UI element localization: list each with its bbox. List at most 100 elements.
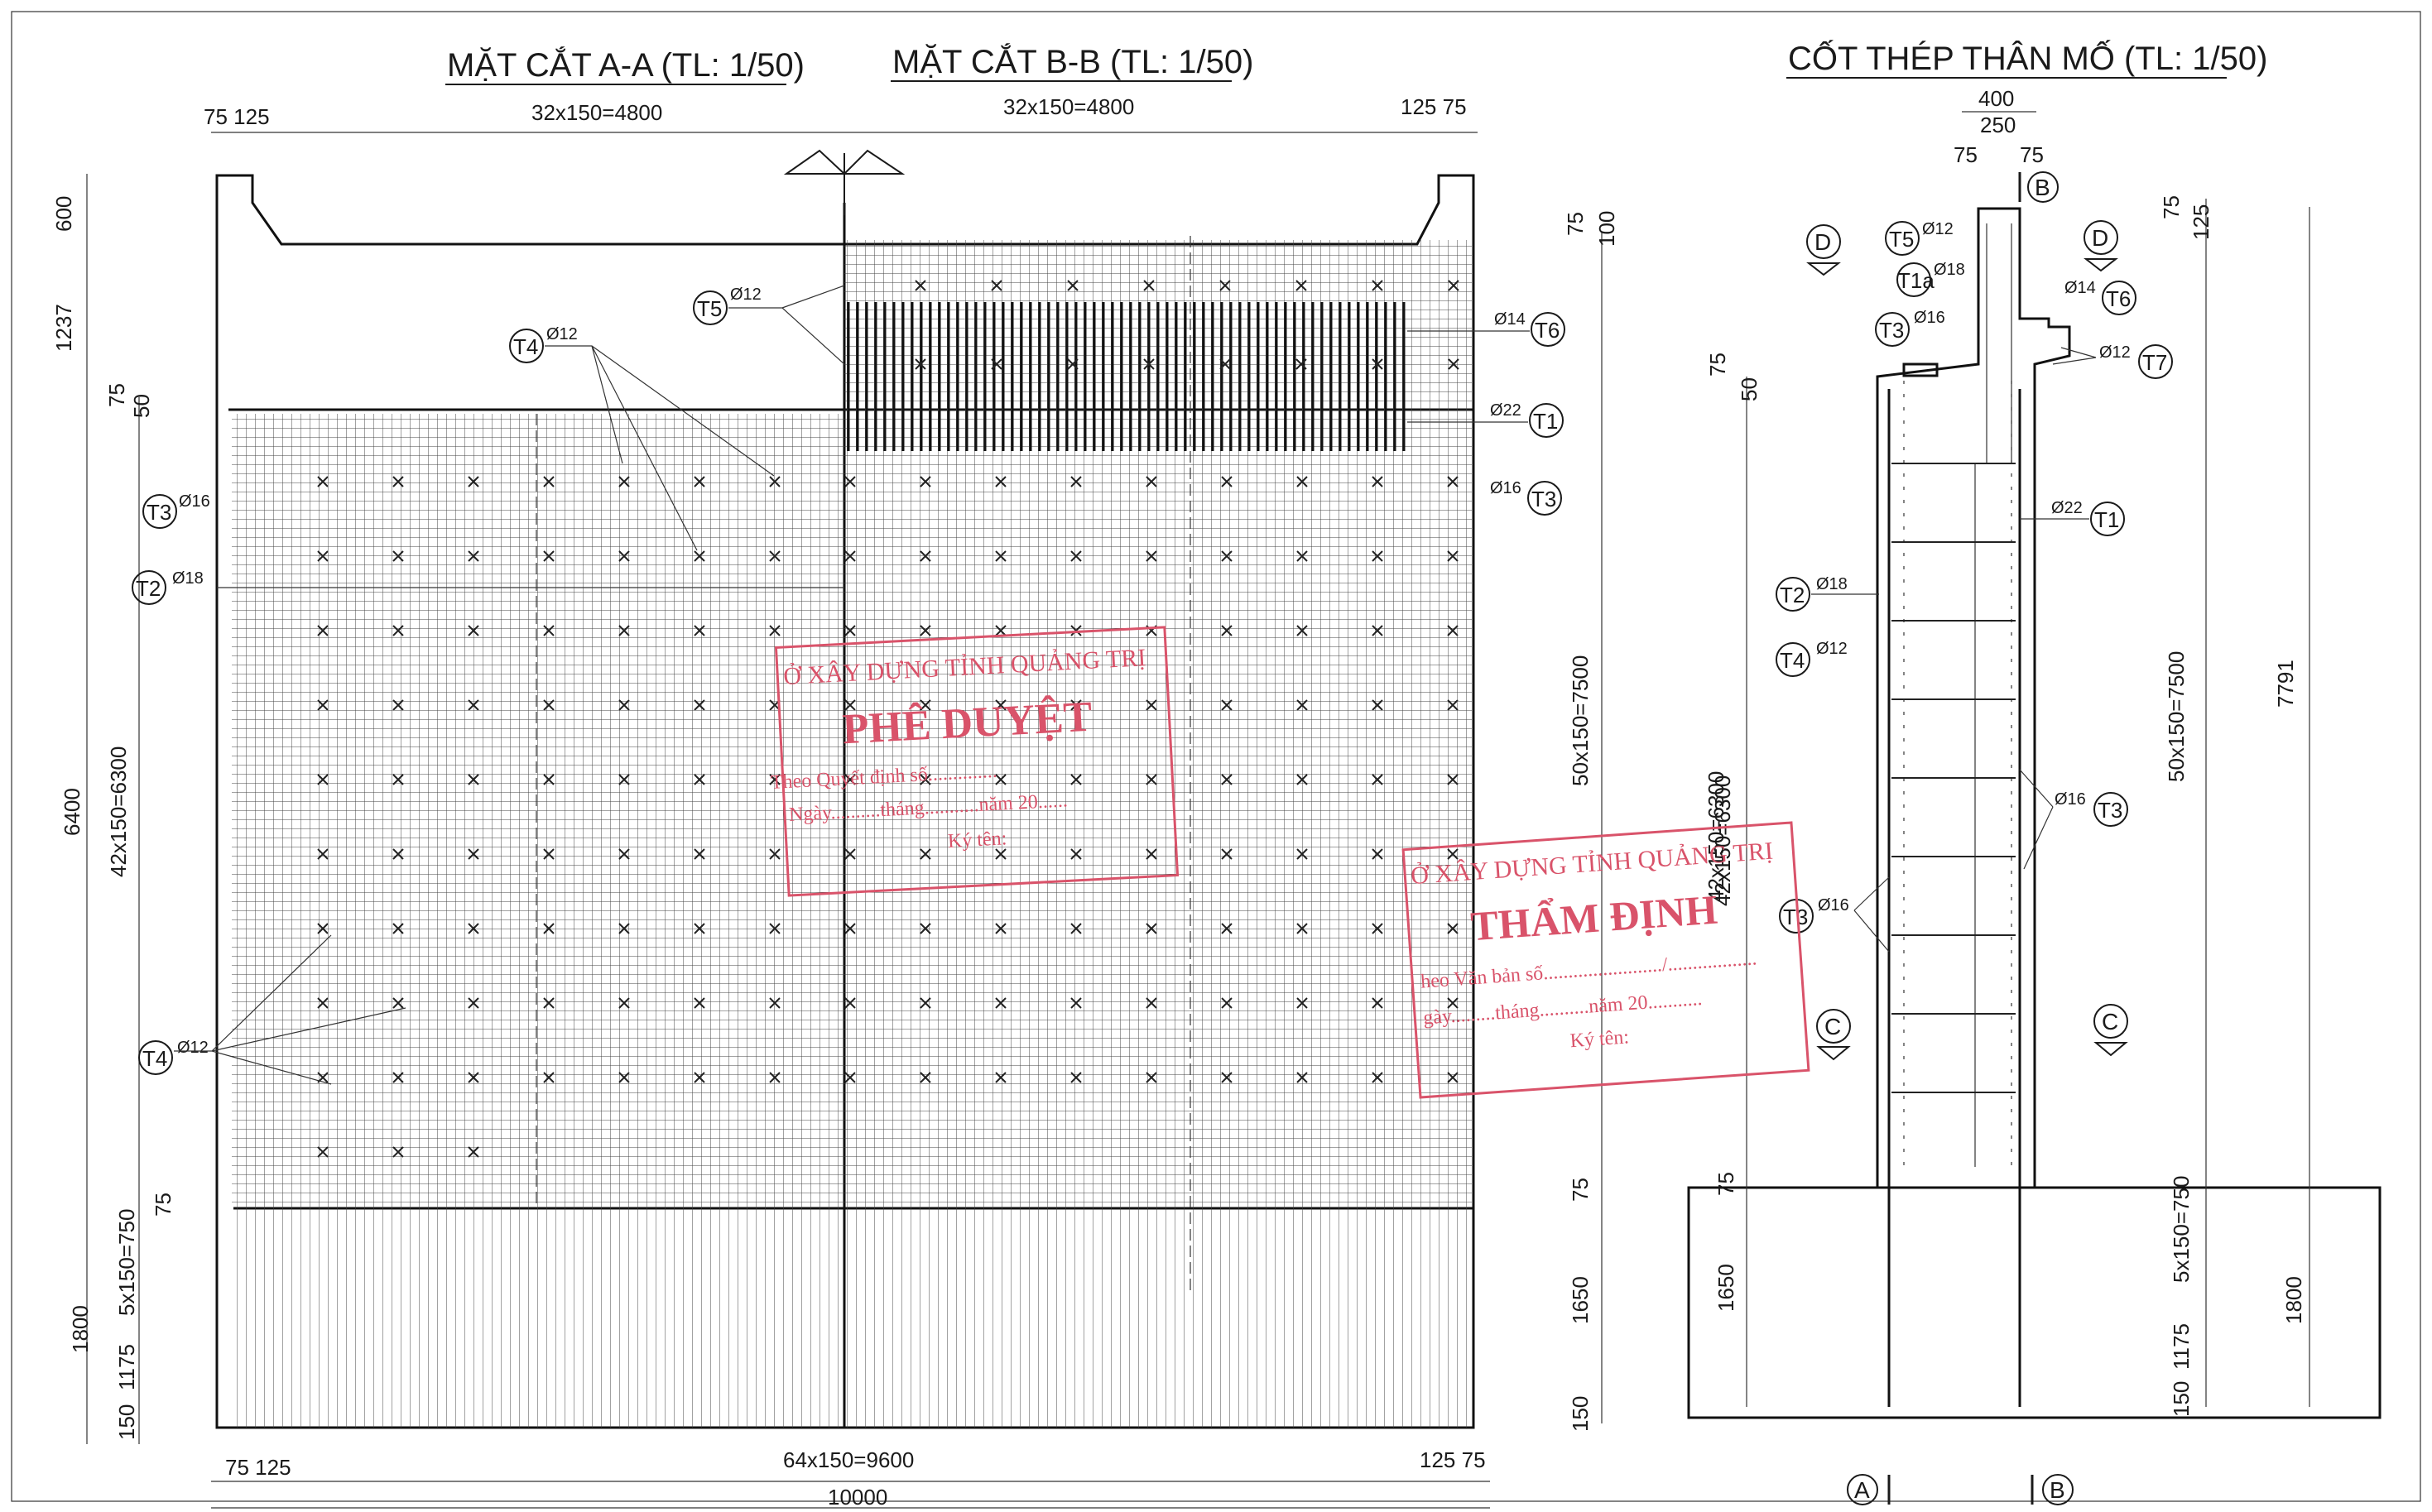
cross-mark <box>1372 476 1383 487</box>
cross-mark <box>920 550 931 562</box>
rebar-tag-id: T1 <box>1533 409 1558 434</box>
cross-mark <box>844 923 856 934</box>
dim-left-150: 150 <box>114 1404 139 1440</box>
cross-mark <box>920 774 931 785</box>
cross-mark <box>844 550 856 562</box>
rebar-tag-t6: T6 Ø14 <box>1407 310 1565 347</box>
cross-mark <box>1372 699 1383 711</box>
cross-mark <box>1295 280 1307 291</box>
cross-mark <box>1221 774 1233 785</box>
cross-mark <box>995 848 1007 860</box>
rebar-tag-dia: Ø18 <box>172 569 204 588</box>
dim-right-aa-100: 100 <box>1594 211 1619 247</box>
cross-mark <box>995 923 1007 934</box>
cross-mark <box>1070 774 1082 785</box>
rebar-tag-dia: Ø12 <box>2099 343 2131 362</box>
cross-mark <box>1146 923 1157 934</box>
rebar-tag-id: T7 <box>2142 350 2167 375</box>
dim-abut-1800: 1800 <box>2281 1276 2306 1324</box>
rebar-tag-dia: Ø16 <box>179 492 210 511</box>
cross-mark <box>1372 848 1383 860</box>
rebar-tag-id: T4 <box>1780 648 1805 673</box>
cross-mark <box>1221 997 1233 1009</box>
cross-mark <box>1143 280 1155 291</box>
dim-abut-l75: 75 <box>1705 353 1730 377</box>
cross-mark <box>844 997 856 1009</box>
rebar-tag-dia: Ø14 <box>2064 279 2096 297</box>
cross-mark <box>317 699 329 711</box>
cross-mark <box>694 923 705 934</box>
dim-bottom-left-small: 75 125 <box>225 1455 291 1480</box>
cross-mark <box>392 550 404 562</box>
title-section-bb: MẶT CẮT B-B (TL: 1/50) <box>892 42 1253 80</box>
cross-mark <box>1221 923 1233 934</box>
cross-mark <box>468 774 479 785</box>
cross-mark <box>920 476 931 487</box>
dim-abut-r150: 150 <box>2169 1381 2194 1417</box>
cross-mark <box>317 550 329 562</box>
dim-right-aa-1650: 1650 <box>1568 1276 1593 1324</box>
cross-mark <box>1372 774 1383 785</box>
abut-tag-t6: T6 Ø14 <box>2064 279 2136 315</box>
dim-abut-75a: 75 <box>1954 142 1978 167</box>
cross-mark <box>844 625 856 636</box>
cross-mark <box>694 1072 705 1083</box>
cross-mark <box>1070 699 1082 711</box>
cross-mark <box>468 699 479 711</box>
rebar-tag-id: T4 <box>513 334 538 359</box>
cross-mark <box>468 848 479 860</box>
rebar-tag-id: T2 <box>136 576 161 601</box>
rebar-tag-id: T1 <box>2094 507 2119 532</box>
cross-mark <box>769 476 781 487</box>
cross-mark <box>1221 550 1233 562</box>
dim-left-50: 50 <box>129 394 154 418</box>
cross-mark <box>920 625 931 636</box>
cross-mark <box>392 848 404 860</box>
cross-mark <box>1296 774 1308 785</box>
cross-mark <box>543 848 555 860</box>
cross-mark <box>1296 997 1308 1009</box>
cross-mark <box>543 997 555 1009</box>
mesh-grid-footing <box>232 1208 1472 1428</box>
cross-mark <box>1219 358 1231 370</box>
svg-text:C: C <box>2102 1009 2118 1034</box>
cross-mark <box>1221 1072 1233 1083</box>
cross-mark <box>1146 997 1157 1009</box>
abut-tag-t2: T2 Ø18 <box>1776 575 1879 612</box>
cross-mark <box>1070 997 1082 1009</box>
rebar-tag-dia: Ø18 <box>1816 575 1848 593</box>
cross-mark <box>1296 1072 1308 1083</box>
cross-mark <box>468 923 479 934</box>
dim-abut-75b: 75 <box>2020 142 2044 167</box>
rebar-tag-dia: Ø16 <box>1914 309 1945 327</box>
rebar-tag-dia: Ø12 <box>730 286 762 304</box>
dim-left-1175: 1175 <box>114 1344 139 1390</box>
cross-mark <box>317 625 329 636</box>
dim-abut-250: 250 <box>1980 113 2016 137</box>
cross-mark <box>1448 280 1459 291</box>
dim-bottom-span: 64x150=9600 <box>783 1447 914 1472</box>
cross-mark <box>1447 1072 1459 1083</box>
cross-mark <box>618 476 630 487</box>
stirrup-cross-marks <box>317 280 1459 1158</box>
cross-mark <box>1221 476 1233 487</box>
rebar-tag-t3-left: T3 Ø16 <box>142 492 210 529</box>
rebar-tag-t4-top: T4 Ø12 <box>509 325 775 551</box>
cross-mark <box>995 476 1007 487</box>
cross-mark <box>694 774 705 785</box>
cross-mark <box>1146 699 1157 711</box>
dim-left-1237: 1237 <box>51 304 76 352</box>
cross-mark <box>844 774 856 785</box>
cross-mark <box>1372 550 1383 562</box>
dim-right-aa-50x150: 50x150=7500 <box>1568 655 1593 786</box>
cross-mark <box>392 1072 404 1083</box>
dim-abut-r125: 125 <box>2189 204 2213 240</box>
cross-mark <box>769 997 781 1009</box>
cross-mark <box>995 550 1007 562</box>
cross-mark <box>915 280 926 291</box>
dim-abut-l1650: 1650 <box>1713 1264 1738 1312</box>
abut-tag-t7: T7 Ø12 <box>2052 343 2173 379</box>
rebar-tag-dia: Ø16 <box>1490 479 1521 497</box>
dim-abut-r75: 75 <box>2159 195 2184 219</box>
cross-mark <box>995 997 1007 1009</box>
